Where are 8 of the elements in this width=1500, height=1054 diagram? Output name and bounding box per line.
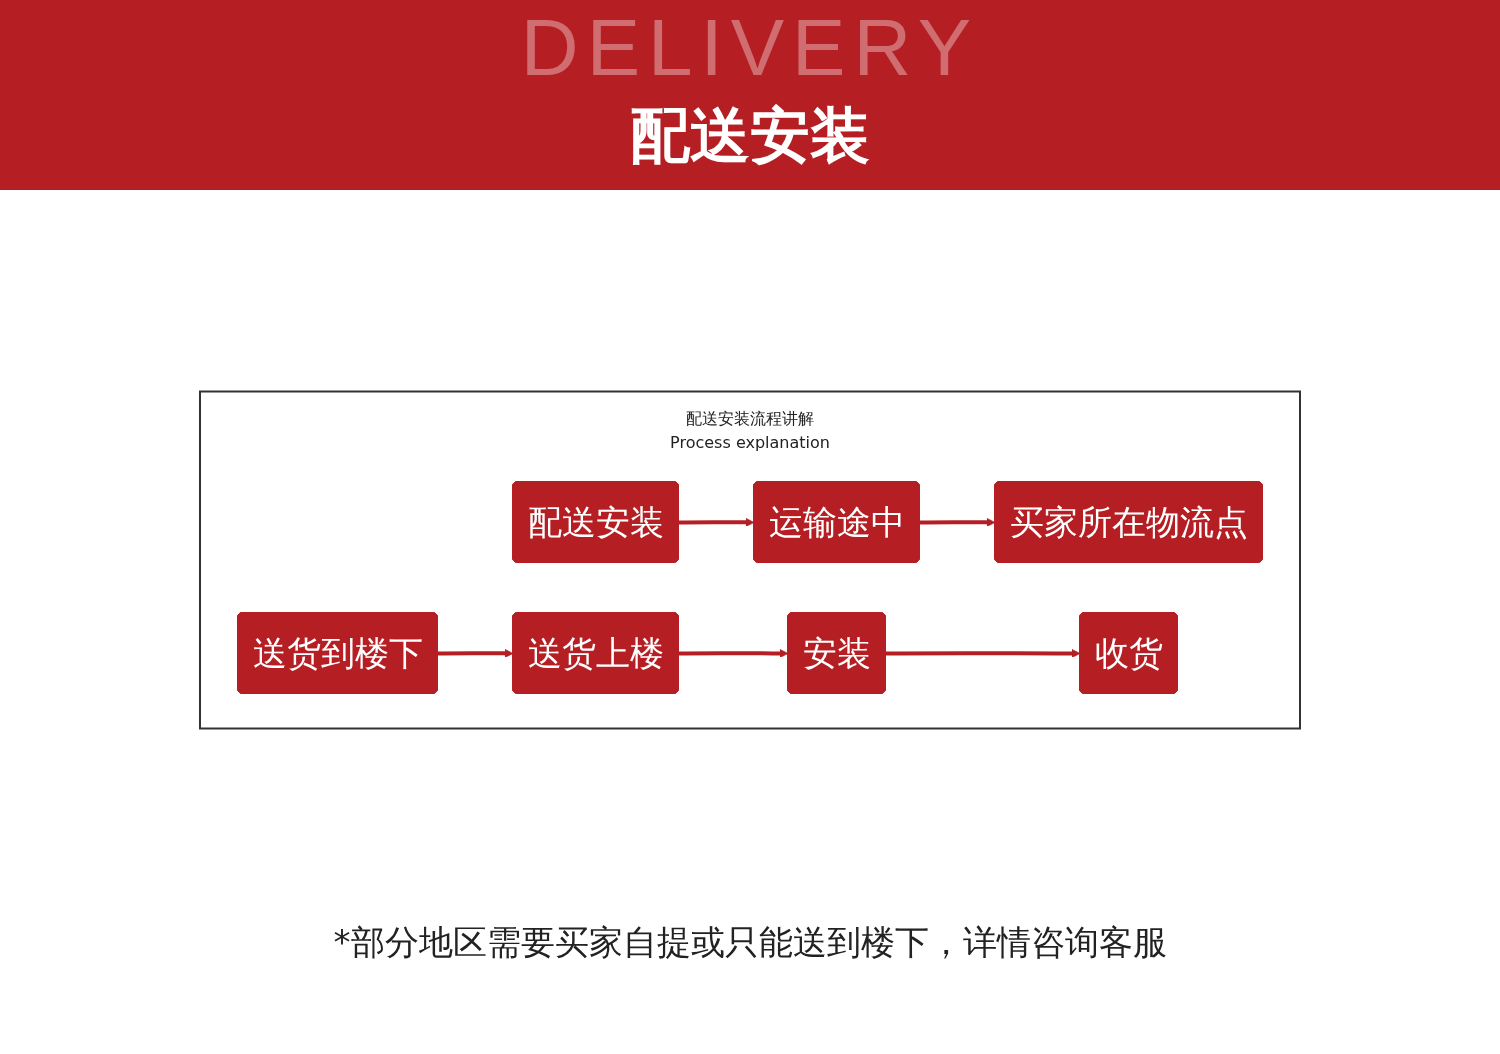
arrow [886,649,1081,658]
arrow [678,649,789,658]
arrow [919,518,996,527]
arrow [678,518,755,527]
footnote: *部分地区需要买家自提或只能送到楼下，详情咨询客服 [333,921,1167,964]
arrow [437,649,514,658]
page-title: 配送安装 [630,99,870,172]
background-lettering: DELIVERY [520,2,980,94]
